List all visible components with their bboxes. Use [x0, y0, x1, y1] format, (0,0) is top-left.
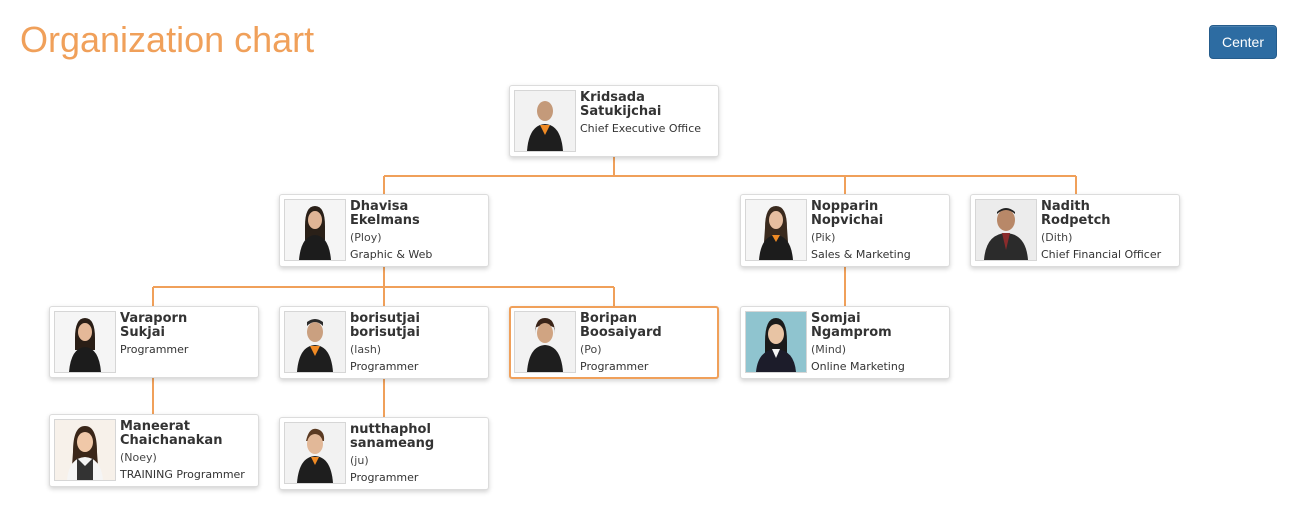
person-role: Programmer: [120, 343, 189, 356]
org-node-nutthaphol[interactable]: nutthaphol sanameang (ju) Programmer: [279, 417, 489, 490]
connector-dhavisa-children: [152, 266, 615, 306]
connector-ceo-children: [383, 155, 1077, 194]
person-role: Chief Executive Office: [580, 122, 702, 135]
person-first-name: Somjai: [811, 311, 861, 326]
person-photo: [514, 311, 576, 373]
person-first-name: nutthaphol: [350, 422, 431, 437]
person-last-name: Satukijchai: [580, 104, 662, 119]
person-role: Chief Financial Officer: [1041, 248, 1162, 261]
person-photo: [284, 422, 346, 484]
person-last-name: Chaichanakan: [120, 433, 223, 448]
person-last-name: borisutjai: [350, 325, 420, 340]
org-node-nadith[interactable]: Nadith Rodpetch (Dith) Chief Financial O…: [970, 194, 1180, 267]
person-role: TRAINING Programmer: [120, 468, 245, 481]
person-nickname: (ju): [350, 454, 369, 467]
person-photo: [514, 90, 576, 152]
org-node-dhavisa[interactable]: Dhavisa Ekelmans (Ploy) Graphic & Web: [279, 194, 489, 267]
org-node-nopparin[interactable]: Nopparin Nopvichai (Pik) Sales & Marketi…: [740, 194, 950, 267]
person-first-name: borisutjai: [350, 311, 420, 326]
person-nickname: (Mind): [811, 343, 847, 356]
person-first-name: Varaporn: [120, 311, 188, 326]
person-role: Sales & Marketing: [811, 248, 911, 261]
org-node-somjai[interactable]: Somjai Ngamprom (Mind) Online Marketing: [740, 306, 950, 379]
person-nickname: (Noey): [120, 451, 157, 464]
person-nickname: (Dith): [1041, 231, 1073, 244]
person-nickname: (lash): [350, 343, 382, 356]
person-last-name: Nopvichai: [811, 213, 884, 228]
person-first-name: Kridsada: [580, 90, 645, 105]
person-first-name: Nopparin: [811, 199, 879, 214]
person-photo: [745, 199, 807, 261]
person-role: Programmer: [350, 471, 419, 484]
person-first-name: Maneerat: [120, 419, 190, 434]
person-nickname: (Ploy): [350, 231, 382, 244]
org-node-kridsada[interactable]: Kridsada Satukijchai Chief Executive Off…: [509, 85, 719, 157]
person-role: Programmer: [580, 360, 649, 373]
center-button[interactable]: Center: [1209, 25, 1277, 59]
person-role: Online Marketing: [811, 360, 905, 373]
person-last-name: Sukjai: [120, 325, 165, 340]
person-photo: [54, 419, 116, 481]
person-first-name: Boripan: [580, 311, 638, 326]
person-first-name: Dhavisa: [350, 199, 409, 214]
person-role: Graphic & Web: [350, 248, 433, 261]
person-photo: [745, 311, 807, 373]
org-node-borisutjai[interactable]: borisutjai borisutjai (lash) Programmer: [279, 306, 489, 379]
person-photo: [284, 311, 346, 373]
org-node-maneerat[interactable]: Maneerat Chaichanakan (Noey) TRAINING Pr…: [49, 414, 259, 487]
person-last-name: Ngamprom: [811, 325, 892, 340]
person-photo: [975, 199, 1037, 261]
org-node-boripan[interactable]: Boripan Boosaiyard (Po) Programmer: [509, 306, 719, 379]
person-nickname: (Po): [580, 343, 602, 356]
org-node-varaporn[interactable]: Varaporn Sukjai Programmer: [49, 306, 259, 378]
person-role: Programmer: [350, 360, 419, 373]
person-photo: [54, 311, 116, 373]
page-title: Organization chart: [20, 19, 315, 60]
person-last-name: Boosaiyard: [580, 325, 662, 340]
person-nickname: (Pik): [811, 231, 836, 244]
person-last-name: Ekelmans: [350, 213, 420, 228]
person-last-name: Rodpetch: [1041, 213, 1111, 228]
person-last-name: sanameang: [350, 436, 435, 451]
person-first-name: Nadith: [1041, 199, 1090, 214]
person-photo: [284, 199, 346, 261]
